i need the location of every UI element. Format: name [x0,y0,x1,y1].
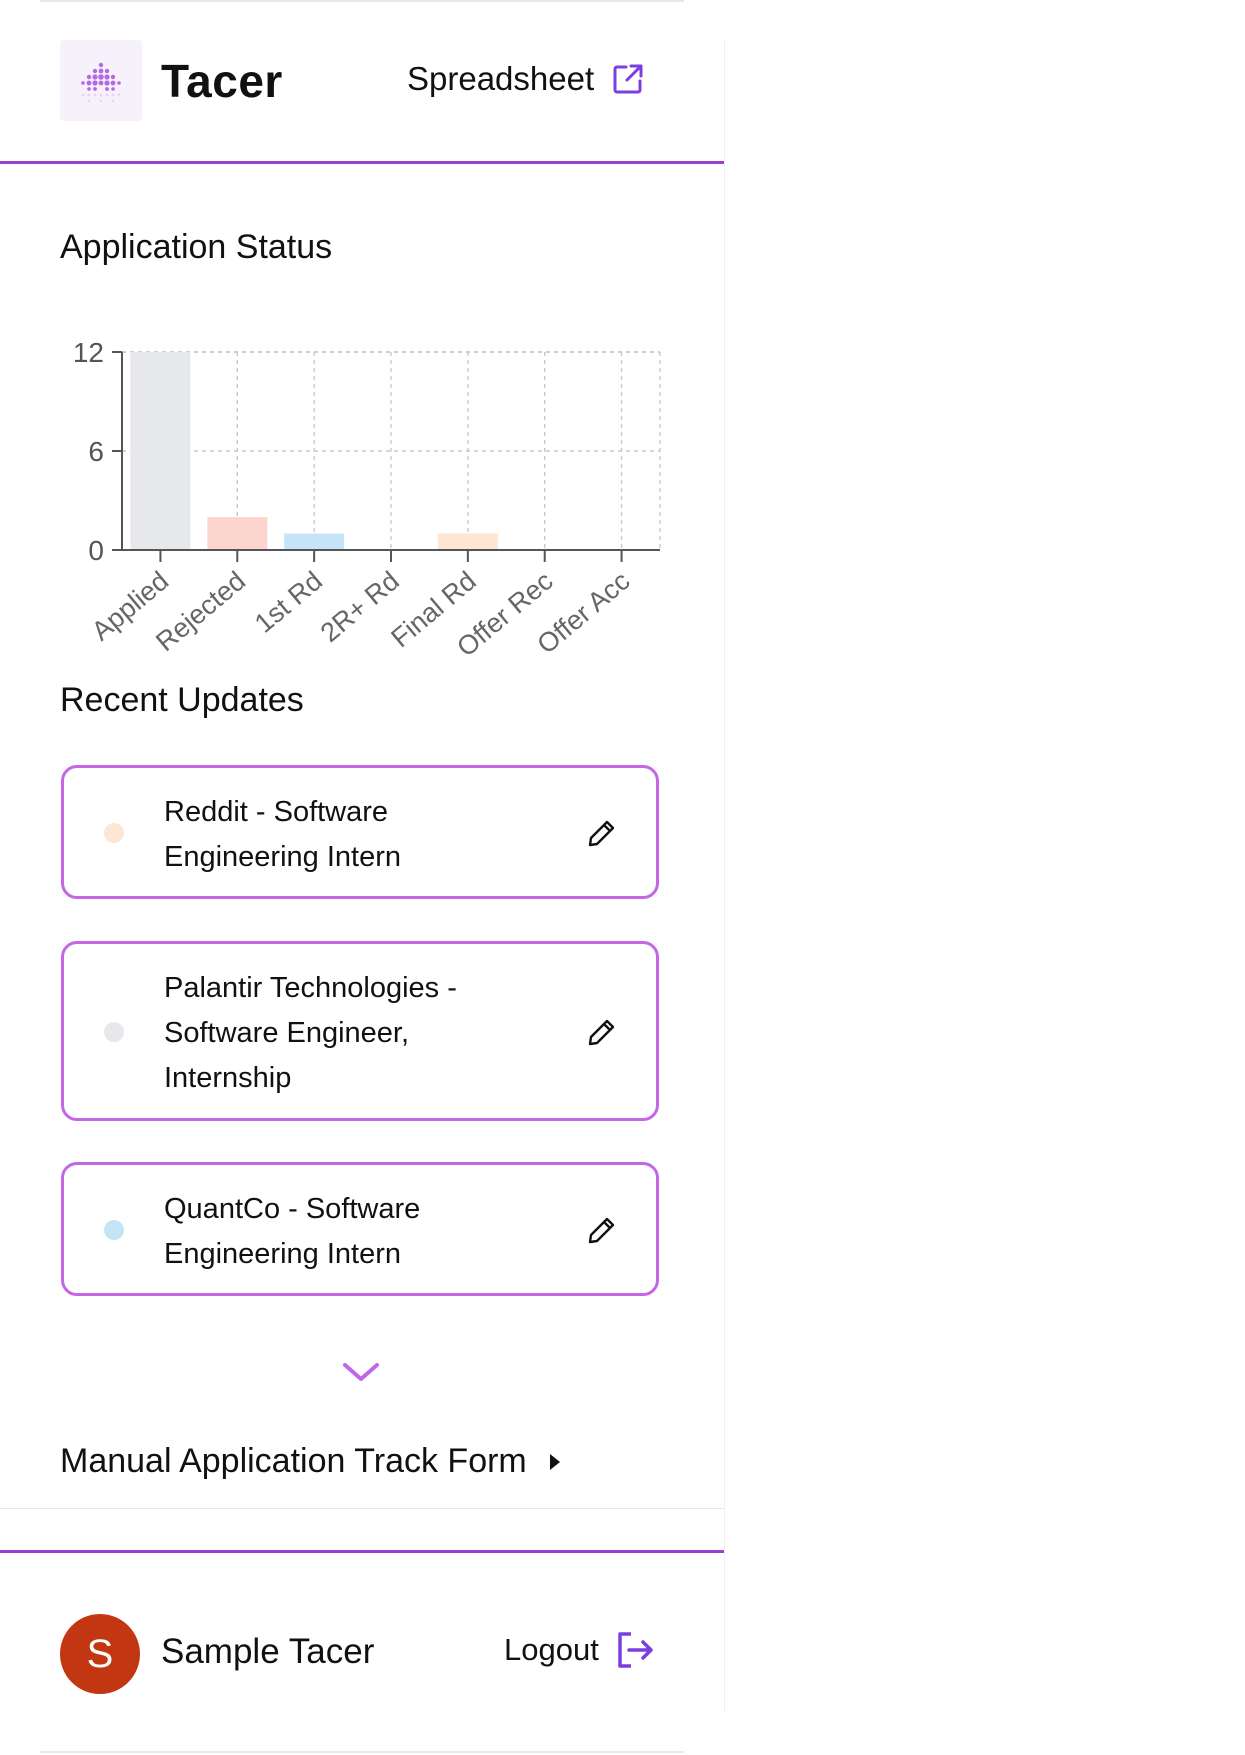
avatar[interactable]: S [60,1614,140,1694]
chart-bar [437,533,498,550]
pencil-icon[interactable] [584,1014,620,1050]
recent-title: Recent Updates [60,681,304,719]
logout-label: Logout [504,1632,599,1667]
app-name: Tacer [161,55,283,107]
avatar-initial: S [86,1631,114,1676]
manual-form-toggle[interactable]: Manual Application Track Form [60,1442,563,1481]
chart-bar [207,517,268,550]
recent-item[interactable]: QuantCo - Software Engineering Intern [61,1162,659,1296]
y-tick-label: 0 [88,535,104,566]
sidebar-panel: Tacer Spreadsheet Application Status 0 6 1… [0,40,725,1712]
top-divider [40,0,684,2]
status-dot [104,1022,124,1042]
status-dot [104,823,124,843]
spreadsheet-link[interactable]: Spreadsheet [407,60,644,98]
logo-icon [81,62,121,102]
recent-item-text: QuantCo - Software Engineering Intern [164,1193,421,1270]
manual-form-label: Manual Application Track Form [60,1442,527,1480]
bottom-divider [40,1751,684,1753]
chart-bar [284,533,345,550]
pencil-icon[interactable] [584,1212,620,1248]
recent-item[interactable]: Palantir Technologies - Software Enginee… [61,941,659,1121]
footer-divider [0,1550,724,1553]
logout-button[interactable]: Logout [504,1630,655,1670]
chevron-down-icon[interactable] [340,1357,382,1387]
external-link-icon [613,64,643,94]
chart-bar [130,352,191,550]
recent-item-text: Reddit - Software Engineering Intern [164,796,401,873]
spreadsheet-label: Spreadsheet [407,60,595,97]
status-dot [104,1220,124,1240]
logout-icon [618,1632,653,1668]
recent-item[interactable]: Reddit - Software Engineering Intern [61,765,659,899]
caret-right-icon [549,1453,560,1470]
recent-item-text: Palantir Technologies - Software Enginee… [164,972,457,1094]
y-tick-label: 6 [88,436,104,467]
divider [0,1508,724,1509]
pencil-icon[interactable] [584,815,620,851]
logo [60,40,142,121]
header: Tacer Spreadsheet [0,40,724,164]
y-tick-label: 12 [73,337,104,368]
status-title: Application Status [60,228,333,266]
user-name: Sample Tacer [161,1632,375,1671]
